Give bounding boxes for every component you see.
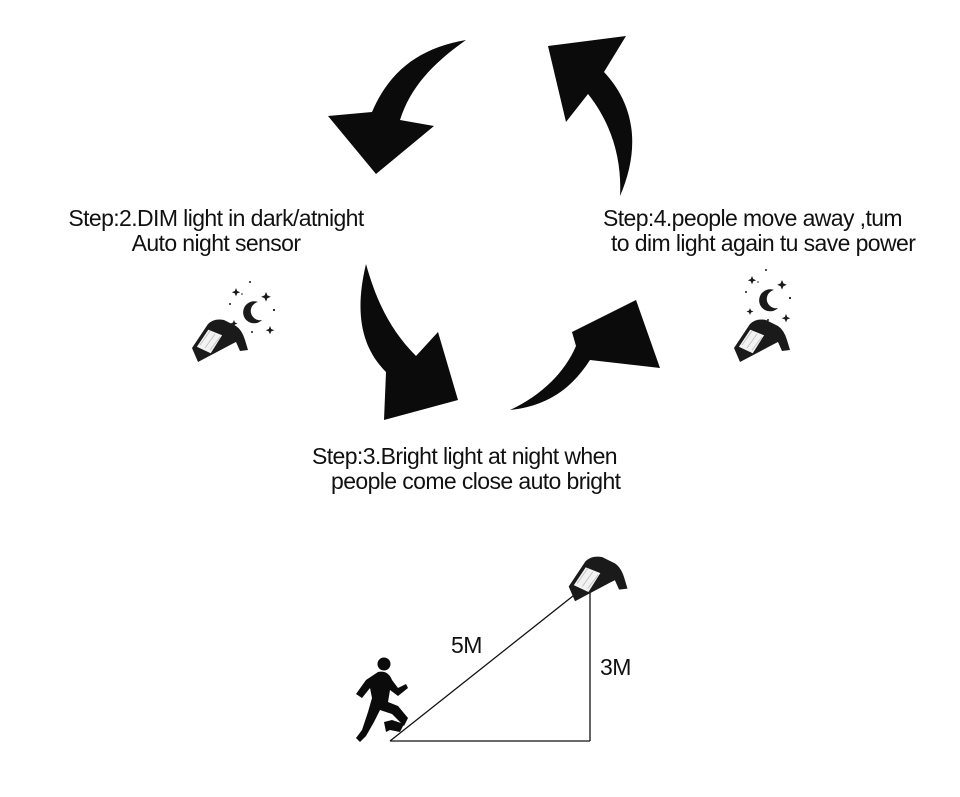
arrow-top-right xyxy=(548,36,633,196)
arrow-top-left xyxy=(328,40,466,174)
distance-label-5m: 5M xyxy=(451,632,482,658)
moon-stars-icon-right xyxy=(745,269,792,323)
step-3-line-2: people come close auto bright xyxy=(331,468,621,494)
running-person-icon xyxy=(356,657,408,742)
solar-lamp-icon-left xyxy=(191,318,249,363)
arrow-bottom-right xyxy=(510,300,660,410)
step-3-label: Step:3.Bright light at night when people… xyxy=(312,444,672,494)
step-2-label: Step:2.DIM light in dark/atnight Auto ni… xyxy=(46,206,386,256)
step-4-line-2: to dim light again tu save power xyxy=(611,230,916,256)
step-2-line-1: Step:2.DIM light in dark/atnight xyxy=(68,205,364,231)
step-3-line-1: Step:3.Bright light at night when xyxy=(312,443,618,469)
arrow-bottom-left xyxy=(360,264,458,420)
triangle-hypotenuse xyxy=(389,591,579,742)
solar-lamp-icon-right xyxy=(733,318,791,363)
step-2-line-2: Auto night sensor xyxy=(131,230,301,256)
step-4-label: Step:4.people move away ,tum to dim ligh… xyxy=(603,206,960,256)
solar-lamp-icon-mounted xyxy=(568,555,629,602)
distance-label-3m: 3M xyxy=(600,654,631,680)
step-4-line-1: Step:4.people move away ,tum xyxy=(603,205,903,231)
